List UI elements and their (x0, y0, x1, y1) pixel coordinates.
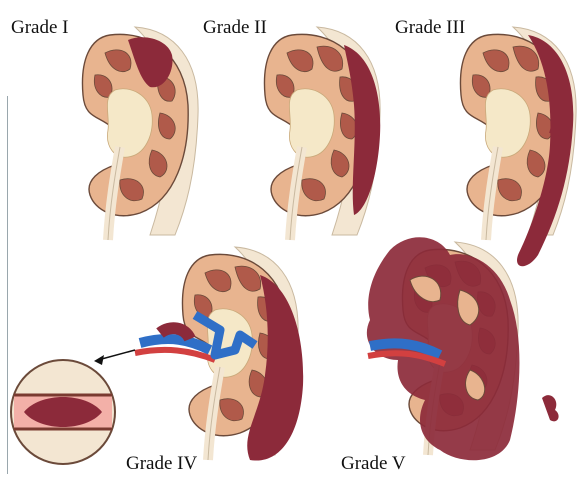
vessel-inset (11, 360, 115, 464)
kidney-grade-2 (264, 27, 380, 240)
grade-2-label: Grade II (203, 18, 267, 37)
grade-5-label: Grade V (341, 454, 406, 473)
kidney-grade-5 (367, 237, 559, 460)
grade-3-label: Grade III (395, 18, 465, 37)
kidney-grade-4 (94, 247, 303, 461)
magnify-arrow-head (94, 355, 104, 365)
kidney-grade-3 (460, 27, 576, 266)
grade-4-label: Grade IV (126, 454, 197, 473)
magnify-arrow-line (98, 350, 135, 360)
kidney-grade-1 (82, 27, 198, 240)
grade-1-label: Grade I (11, 18, 69, 37)
